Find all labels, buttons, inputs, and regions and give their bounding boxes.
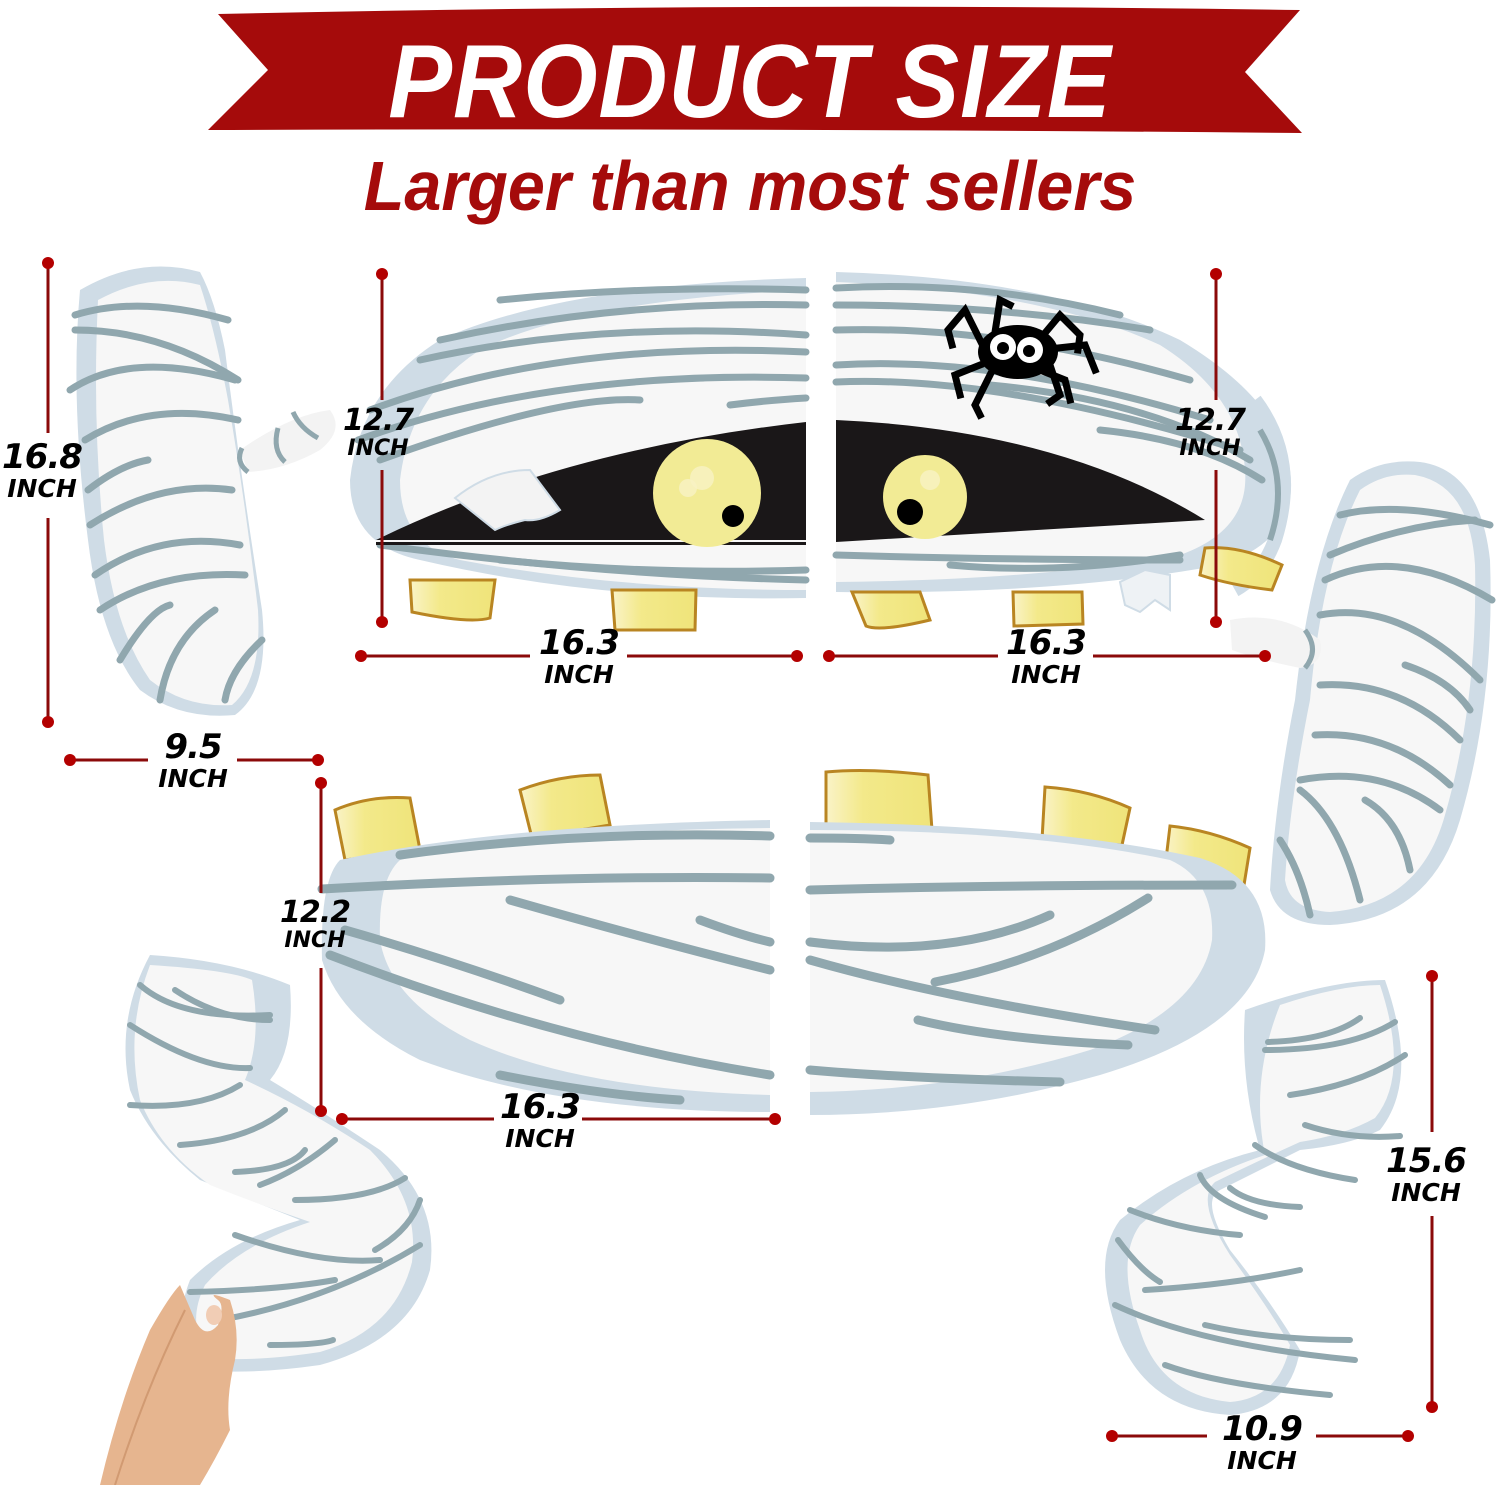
dimension-line-left-arm-height [42,257,54,728]
dimension-unit: INCH [544,660,614,689]
dimension-line-head-right-height [1210,268,1222,628]
dimension-label-head-right-width: 16.3 INCH [997,626,1095,687]
dimension-unit: INCH [1179,436,1241,461]
dimension-line-head-right-width [823,650,1271,662]
tooth [1040,785,1132,847]
dimension-value: 15.6 [1386,1141,1467,1181]
dimension-line-head-left-height [376,268,388,628]
tooth [824,769,934,832]
dimension-label-jaw-width: 16.3 INCH [495,1090,585,1151]
left-pupil [722,505,744,527]
dimension-unit: INCH [505,1124,575,1153]
right-pupil [897,499,923,525]
dimension-value: 16.3 [500,1087,581,1127]
dimension-label-head-left-height: 12.7 INCH [338,406,418,460]
tooth [1011,590,1085,628]
top-left-head-piece [350,278,810,632]
dimension-line-jaw-width [336,1113,781,1125]
bottom-jaw-left-piece [317,773,775,1112]
dimension-label-left-arm-width: 9.5 INCH [148,730,238,791]
dimension-unit: INCH [1227,1446,1297,1475]
dimension-value: 12.7 [1174,403,1246,438]
dimension-unit: INCH [284,928,346,953]
dimension-unit: INCH [1011,660,1081,689]
dimension-value: 12.2 [279,895,351,930]
dimension-label-head-right-height: 12.7 INCH [1170,406,1250,460]
dimension-line-head-left-width [355,650,803,662]
dimension-unit: INCH [158,764,228,793]
dimension-label-head-left-width: 16.3 INCH [530,626,628,687]
dimension-line-leg-width [1106,1430,1414,1442]
dimension-label-leg-width: 10.9 INCH [1210,1412,1314,1473]
dimension-value: 16.8 [2,437,83,477]
tooth [518,773,612,840]
dimension-line-jaw-height [315,777,327,1117]
dimension-unit: INCH [7,474,77,503]
bottom-jaw-right-piece [805,769,1266,1115]
dimension-line-leg-height [1426,970,1438,1413]
dimension-lines [42,257,1438,1442]
subtitle: Larger than most sellers [363,147,1137,225]
top-right-head-piece [832,272,1292,630]
tooth [1198,546,1284,592]
tooth [610,588,698,632]
dimension-value: 9.5 [164,727,222,767]
right-arm-piece [1230,461,1496,925]
banner-ribbon [208,6,1302,133]
right-leg-piece [1105,980,1408,1415]
right-eyeball [883,455,967,539]
dimension-unit: INCH [347,436,409,461]
tooth [408,578,497,622]
hand [100,1285,237,1485]
dimension-line-left-arm-width [64,754,324,766]
dimension-label-leg-height: 15.6 INCH [1378,1144,1474,1205]
dimension-value: 10.9 [1222,1409,1303,1449]
dimension-label-left-arm-height: 16.8 INCH [0,440,84,501]
left-leg-piece [100,955,432,1485]
dimension-unit: INCH [1391,1178,1461,1207]
dimension-value: 16.3 [539,623,620,663]
dimension-label-jaw-height: 12.2 INCH [275,898,355,952]
banner-title: PRODUCT SIZE [388,24,1112,140]
tooth [849,590,932,630]
left-eyeball [653,439,761,547]
dimension-value: 16.3 [1006,623,1087,663]
tooth [333,796,422,862]
left-arm-piece [66,266,336,716]
dimension-value: 12.7 [342,403,414,438]
